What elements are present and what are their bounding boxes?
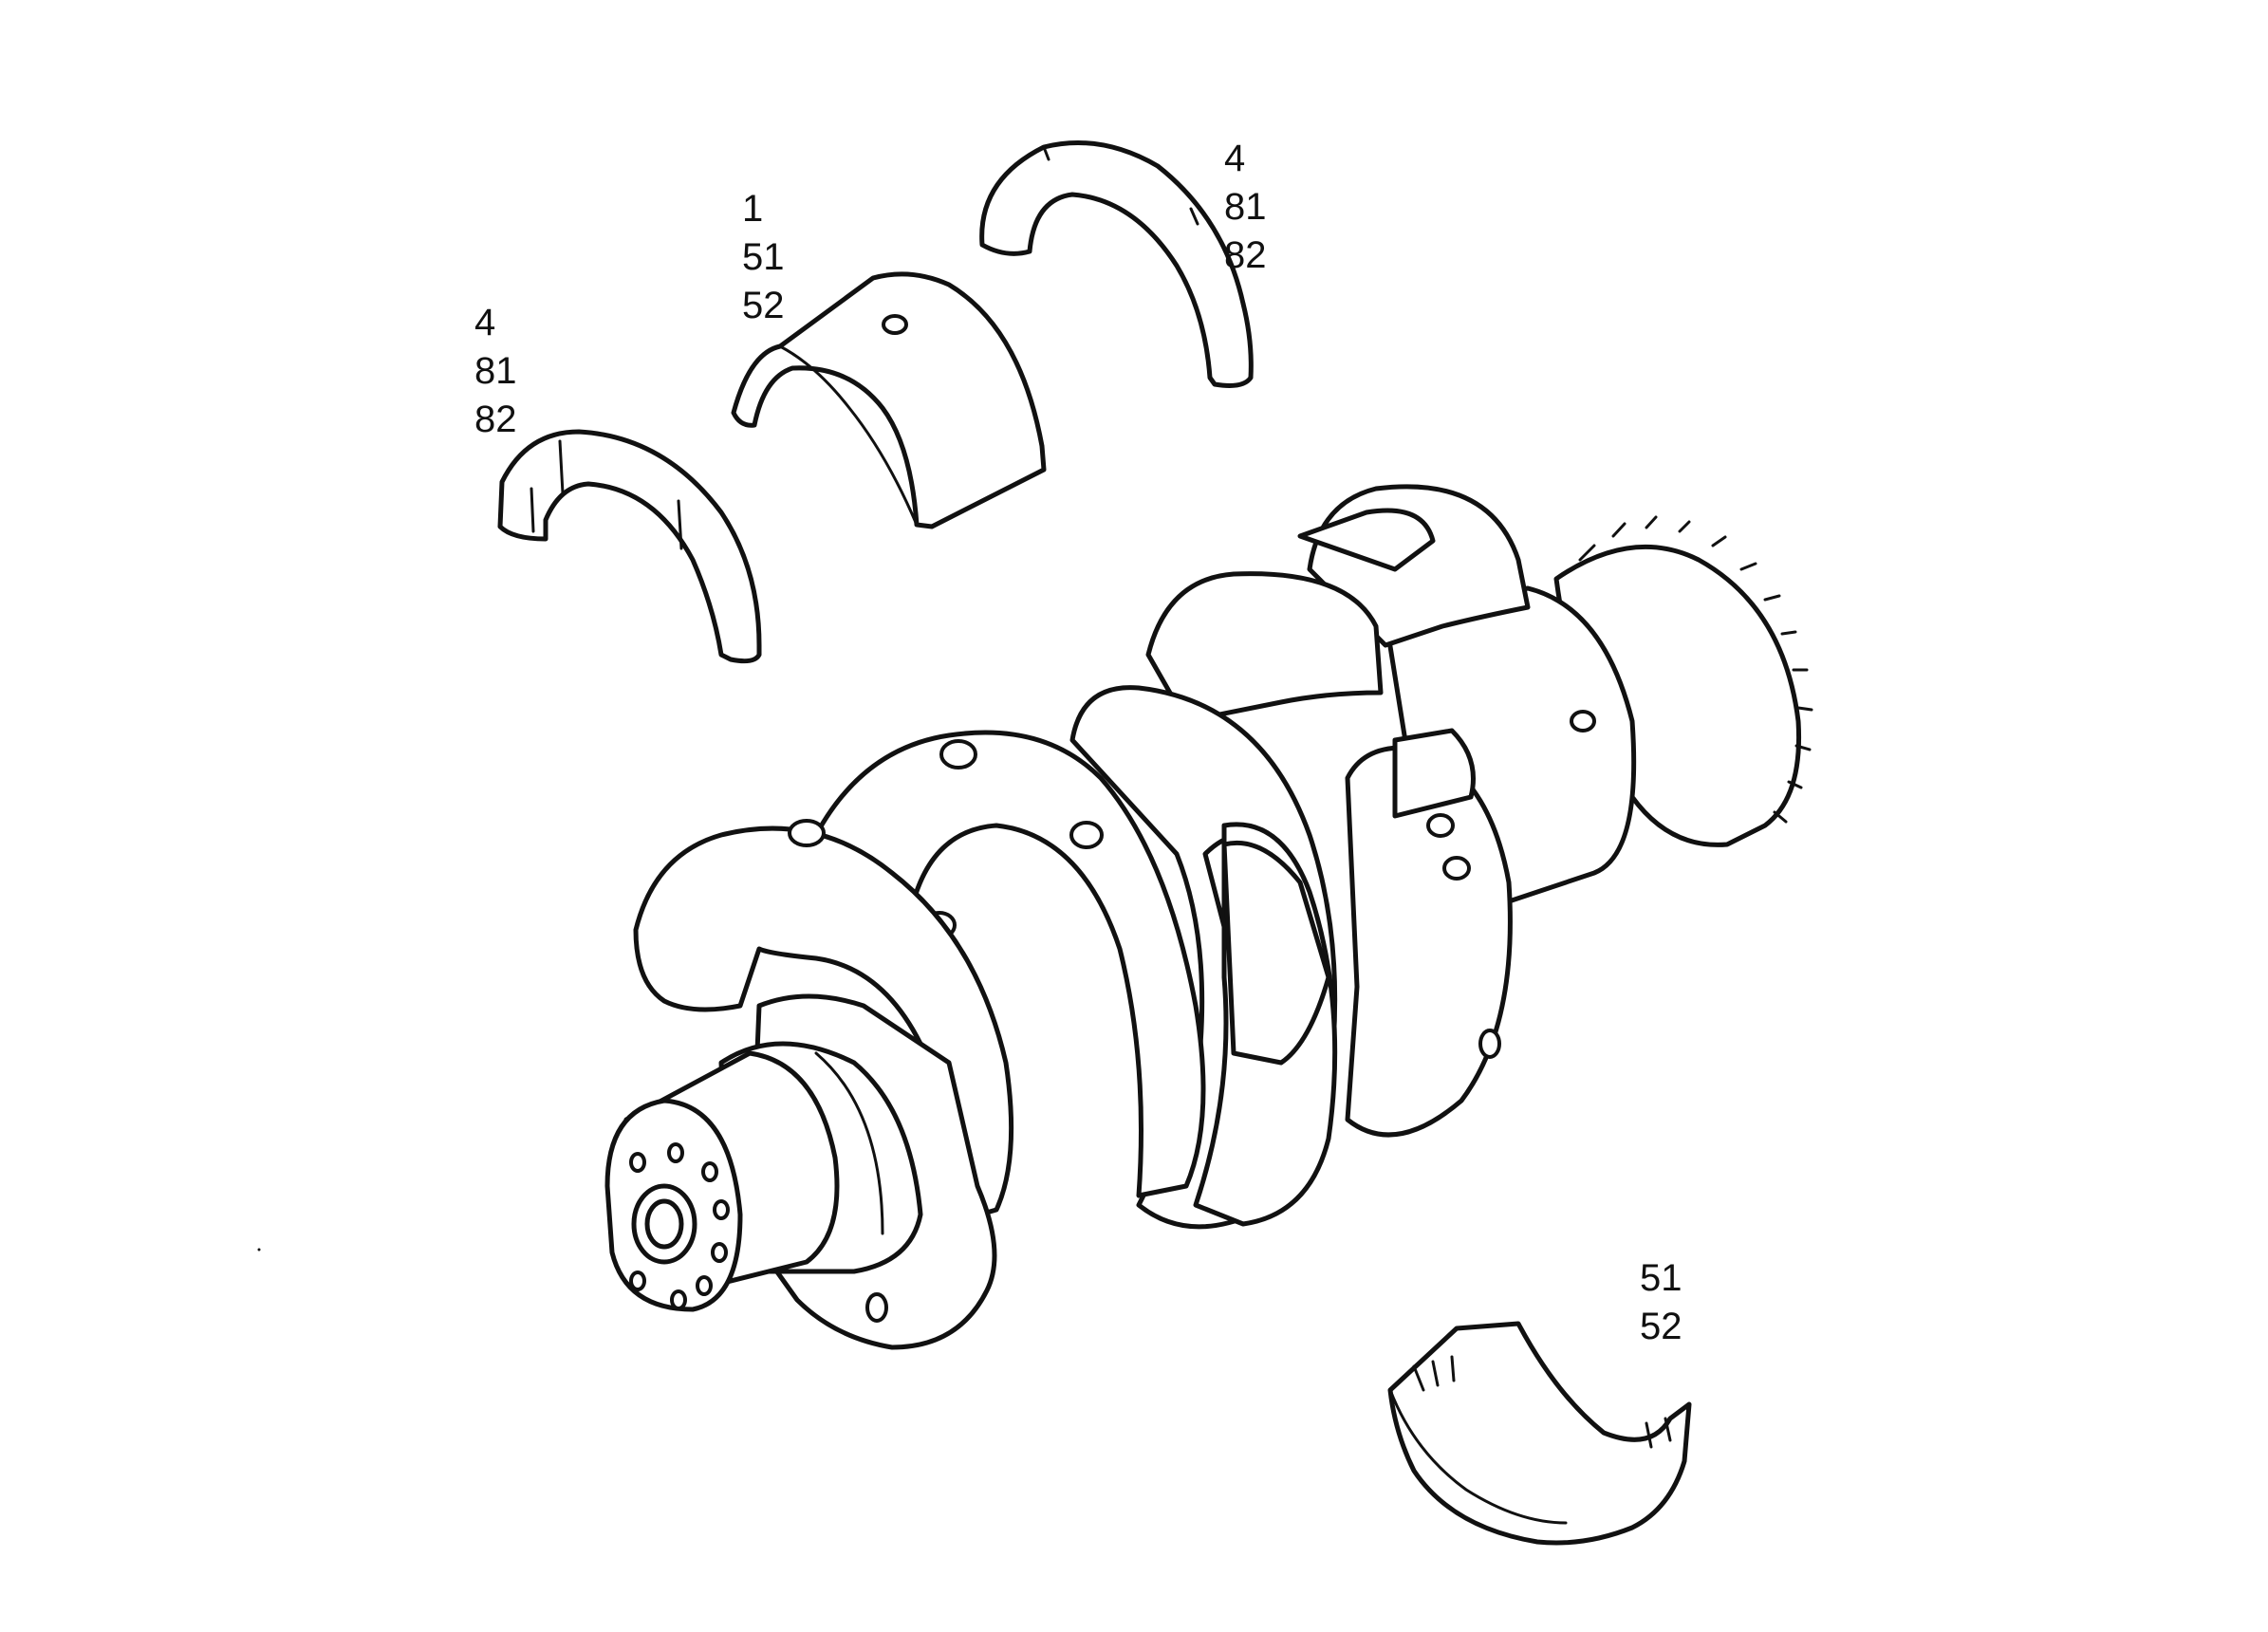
callout-label: 4 bbox=[474, 302, 496, 343]
bearing-shell-top bbox=[731, 271, 1047, 529]
callout-label: 81 bbox=[1224, 186, 1267, 228]
thrust-washer-right bbox=[979, 140, 1254, 388]
callout-label: 52 bbox=[742, 285, 785, 326]
thrust-washer-left bbox=[497, 429, 762, 664]
callout-label: 51 bbox=[742, 236, 785, 278]
callout-thrust-washer-left: 4 81 82 bbox=[474, 299, 517, 444]
callout-label: 81 bbox=[474, 350, 517, 392]
crankshaft bbox=[604, 484, 1813, 1350]
callout-label: 52 bbox=[1640, 1306, 1682, 1347]
stray-dot bbox=[257, 1248, 261, 1252]
bearing-shell-lower bbox=[1387, 1321, 1692, 1546]
callout-bearing-shell-lower: 51 52 bbox=[1640, 1254, 1682, 1351]
callout-label: 51 bbox=[1640, 1257, 1682, 1299]
callout-label: 4 bbox=[1224, 138, 1246, 179]
callout-label: 82 bbox=[1224, 234, 1267, 276]
callout-bearing-shell-top: 1 51 52 bbox=[742, 185, 785, 330]
callout-thrust-washer-right: 4 81 82 bbox=[1224, 135, 1267, 280]
callout-label: 82 bbox=[474, 399, 517, 440]
callout-label: 1 bbox=[742, 188, 764, 230]
